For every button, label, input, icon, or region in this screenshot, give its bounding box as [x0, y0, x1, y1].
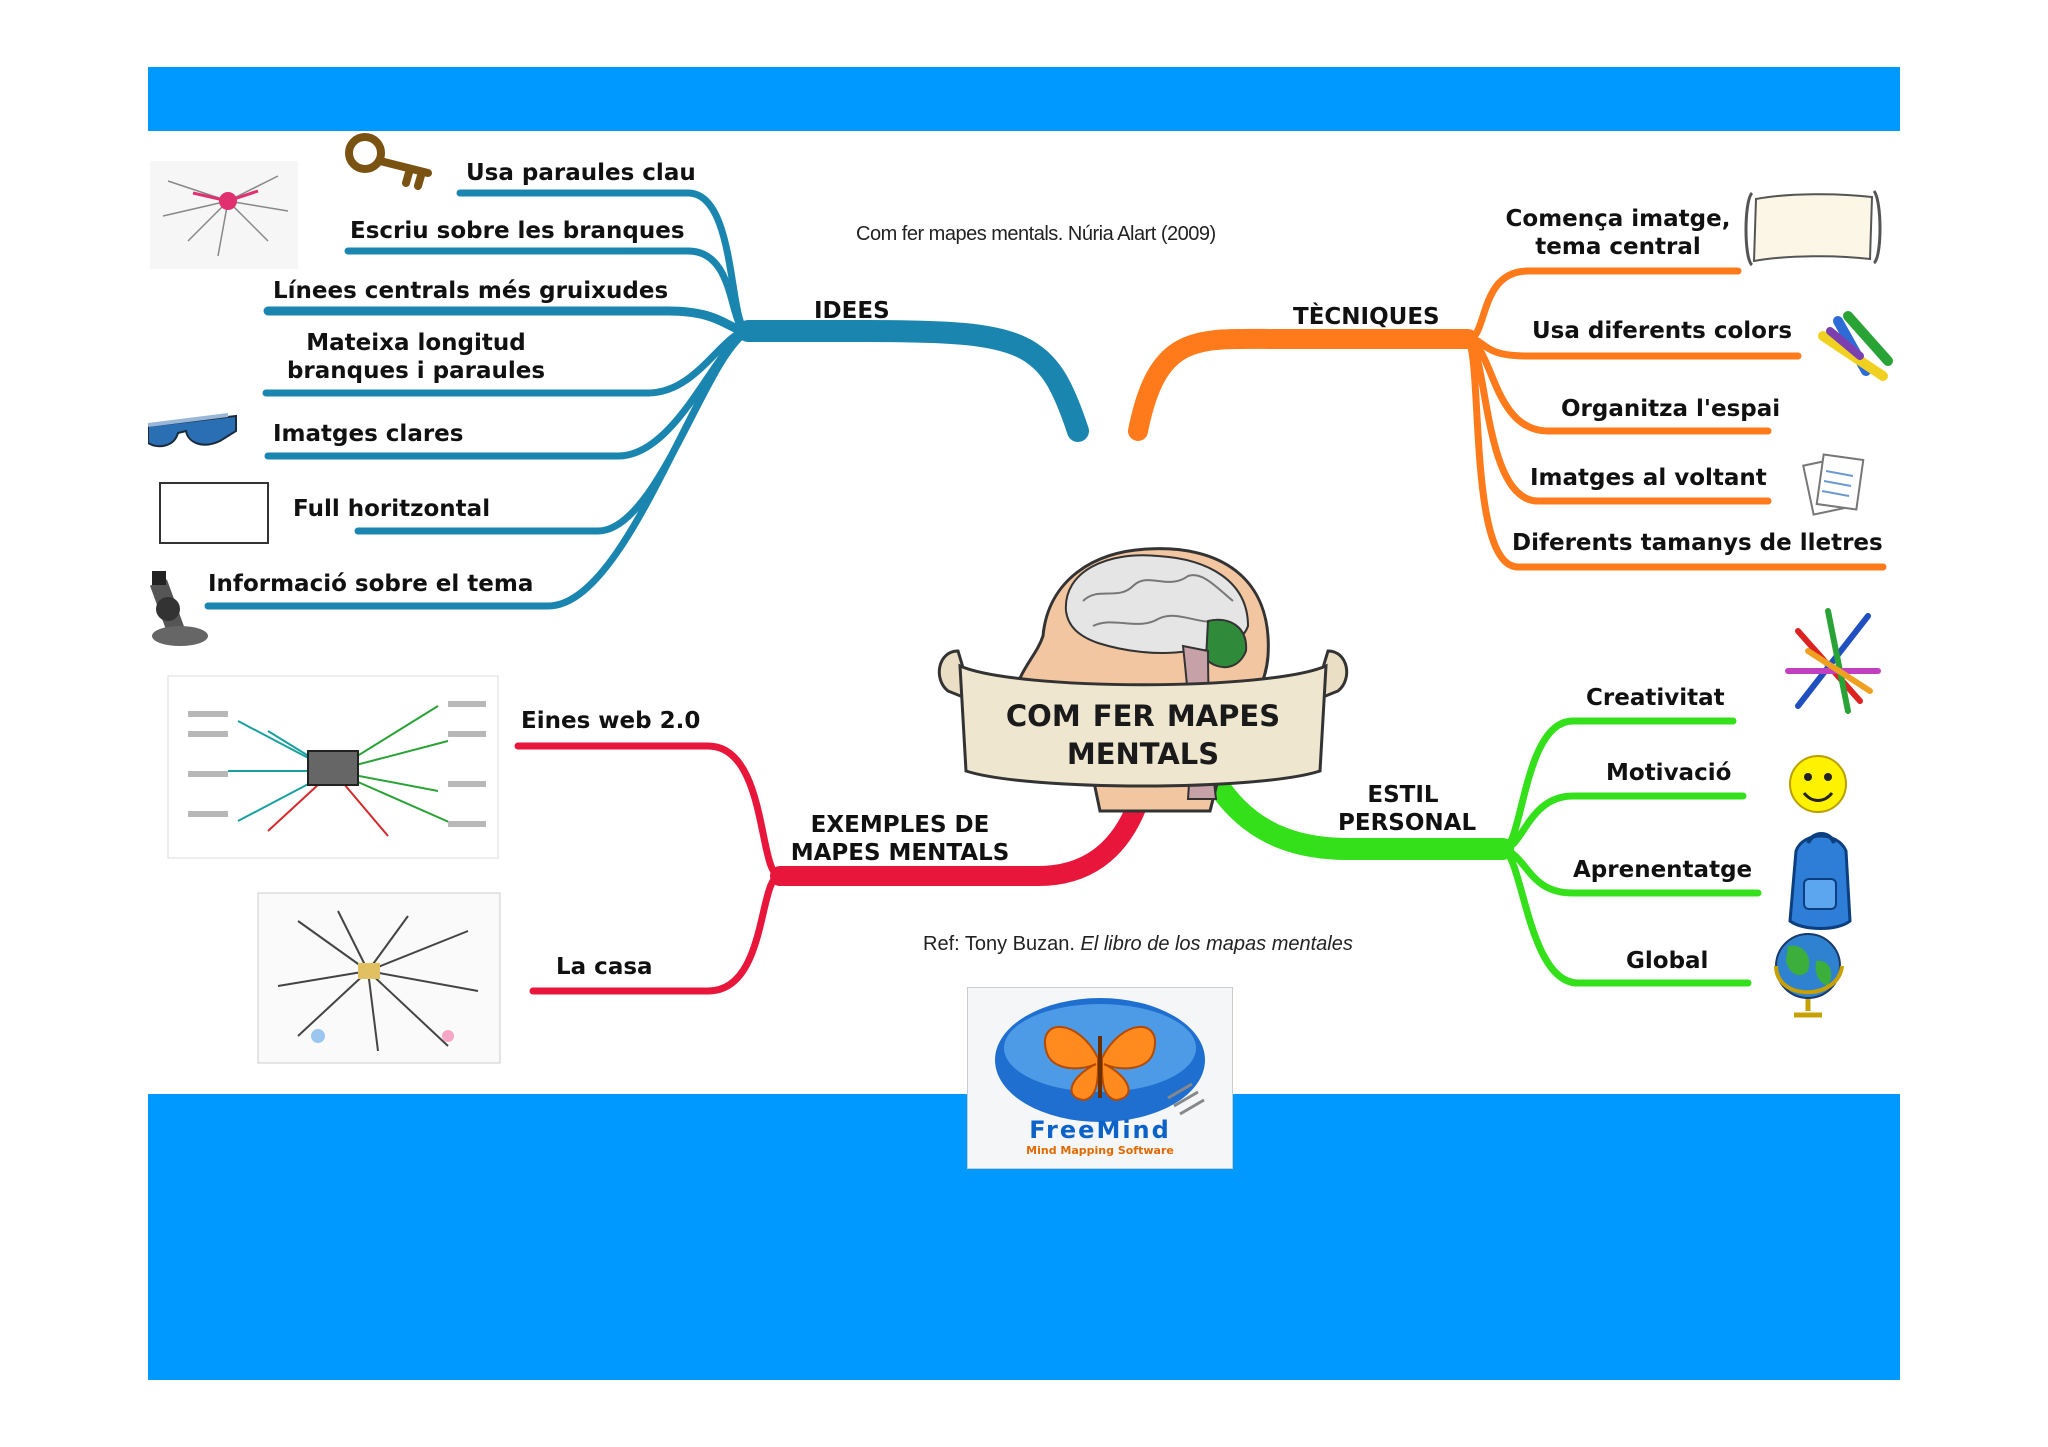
house-mind-map-thumbnail-icon: [257, 892, 501, 1064]
exemples-item-casa: La casa: [556, 954, 653, 980]
mind-map-sketch-icon: [150, 161, 298, 269]
reference-book: El libro de los mapas mentales: [1080, 933, 1353, 955]
estil-item-global: Global: [1626, 948, 1709, 974]
credit-text: Com fer mapes mentals. Núria Alart (2009…: [856, 223, 1216, 245]
branch-label-idees: IDEES: [814, 298, 890, 324]
paintbrushes-icon: [1785, 608, 1881, 714]
glasses-icon: [148, 413, 237, 448]
page-title: COM FER MAPES MENTALS: [1005, 699, 1281, 771]
idees-branch-informacio: [204, 327, 752, 610]
idees-item-linees: Línees centrals més gruixudes: [273, 278, 669, 304]
backpack-icon: [1788, 832, 1852, 930]
smiley-icon: [1789, 755, 1847, 813]
idees-item-usa-paraules: Usa paraules clau: [466, 160, 696, 186]
estil-branch-motivacio: [1499, 792, 1747, 853]
exemples-branch-eines: [514, 742, 784, 880]
freemind-logo-tagline: Mind Mapping Software: [1026, 1144, 1174, 1157]
estil-branch-global: [1499, 845, 1752, 987]
tecniques-branch-tamanys: [1464, 335, 1887, 571]
tecniques-main-branch: [1128, 328, 1478, 441]
tecniques-item-colors: Usa diferents colors: [1532, 318, 1793, 344]
estil-item-aprenentatge: Aprenentatge: [1573, 857, 1753, 883]
idees-branch-linees: [263, 306, 753, 336]
mind-map-panel: COM FER MAPES MENTALS Com fer mapes ment…: [148, 131, 1900, 1094]
estil-item-creativitat: Creativitat: [1586, 685, 1725, 711]
blank-sheet-icon: [159, 482, 269, 544]
tecniques-item-comenca: Comença imatge, tema central: [1505, 206, 1731, 260]
tecniques-item-organitza: Organitza l'espai: [1561, 396, 1781, 422]
web-mind-map-thumbnail-icon: [167, 675, 499, 859]
key-icon: [345, 133, 432, 190]
idees-item-informacio: Informació sobre el tema: [208, 571, 534, 597]
idees-branches: [204, 189, 1089, 610]
mind-map-branches: [148, 133, 1893, 1064]
microscope-icon: [149, 571, 208, 646]
idees-item-escriu: Escriu sobre les branques: [350, 218, 685, 244]
idees-item-imatges: Imatges clares: [273, 421, 464, 447]
branch-label-exemples: EXEMPLES DE MAPES MENTALS: [790, 812, 1010, 866]
tecniques-item-imatges: Imatges al voltant: [1530, 465, 1767, 491]
freemind-logo-name: FreeMind: [1029, 1116, 1171, 1144]
globe-icon: [1774, 933, 1844, 1018]
reference-text: Ref: Tony Buzan. El libro de los mapas m…: [923, 933, 1353, 956]
scroll-icon: [1744, 190, 1882, 267]
papers-icon: [1802, 453, 1865, 516]
tecniques-item-tamanys: Diferents tamanys de lletres: [1512, 530, 1883, 556]
branch-label-tecniques: TÈCNIQUES: [1293, 304, 1440, 330]
idees-item-mateixa: Mateixa longitud branques i paraules: [286, 330, 546, 384]
idees-item-full: Full horitzontal: [293, 496, 491, 522]
exemples-item-eines: Eines web 2.0: [521, 708, 701, 734]
idees-main-branch: [737, 320, 1089, 442]
butterfly-icon: [995, 998, 1205, 1122]
tecniques-branch-comenca: [1464, 267, 1742, 343]
freemind-logo: FreeMind Mind Mapping Software: [967, 987, 1233, 1169]
reference-prefix: Ref: Tony Buzan.: [923, 933, 1081, 955]
exemples-branch-casa: [529, 872, 784, 995]
branch-label-estil: ESTIL PERSONAL: [1338, 782, 1477, 836]
title-banner: [937, 649, 1349, 788]
markers-icon: [1818, 311, 1893, 381]
estil-item-motivacio: Motivació: [1606, 760, 1732, 786]
tecniques-branches: [1128, 267, 1887, 571]
